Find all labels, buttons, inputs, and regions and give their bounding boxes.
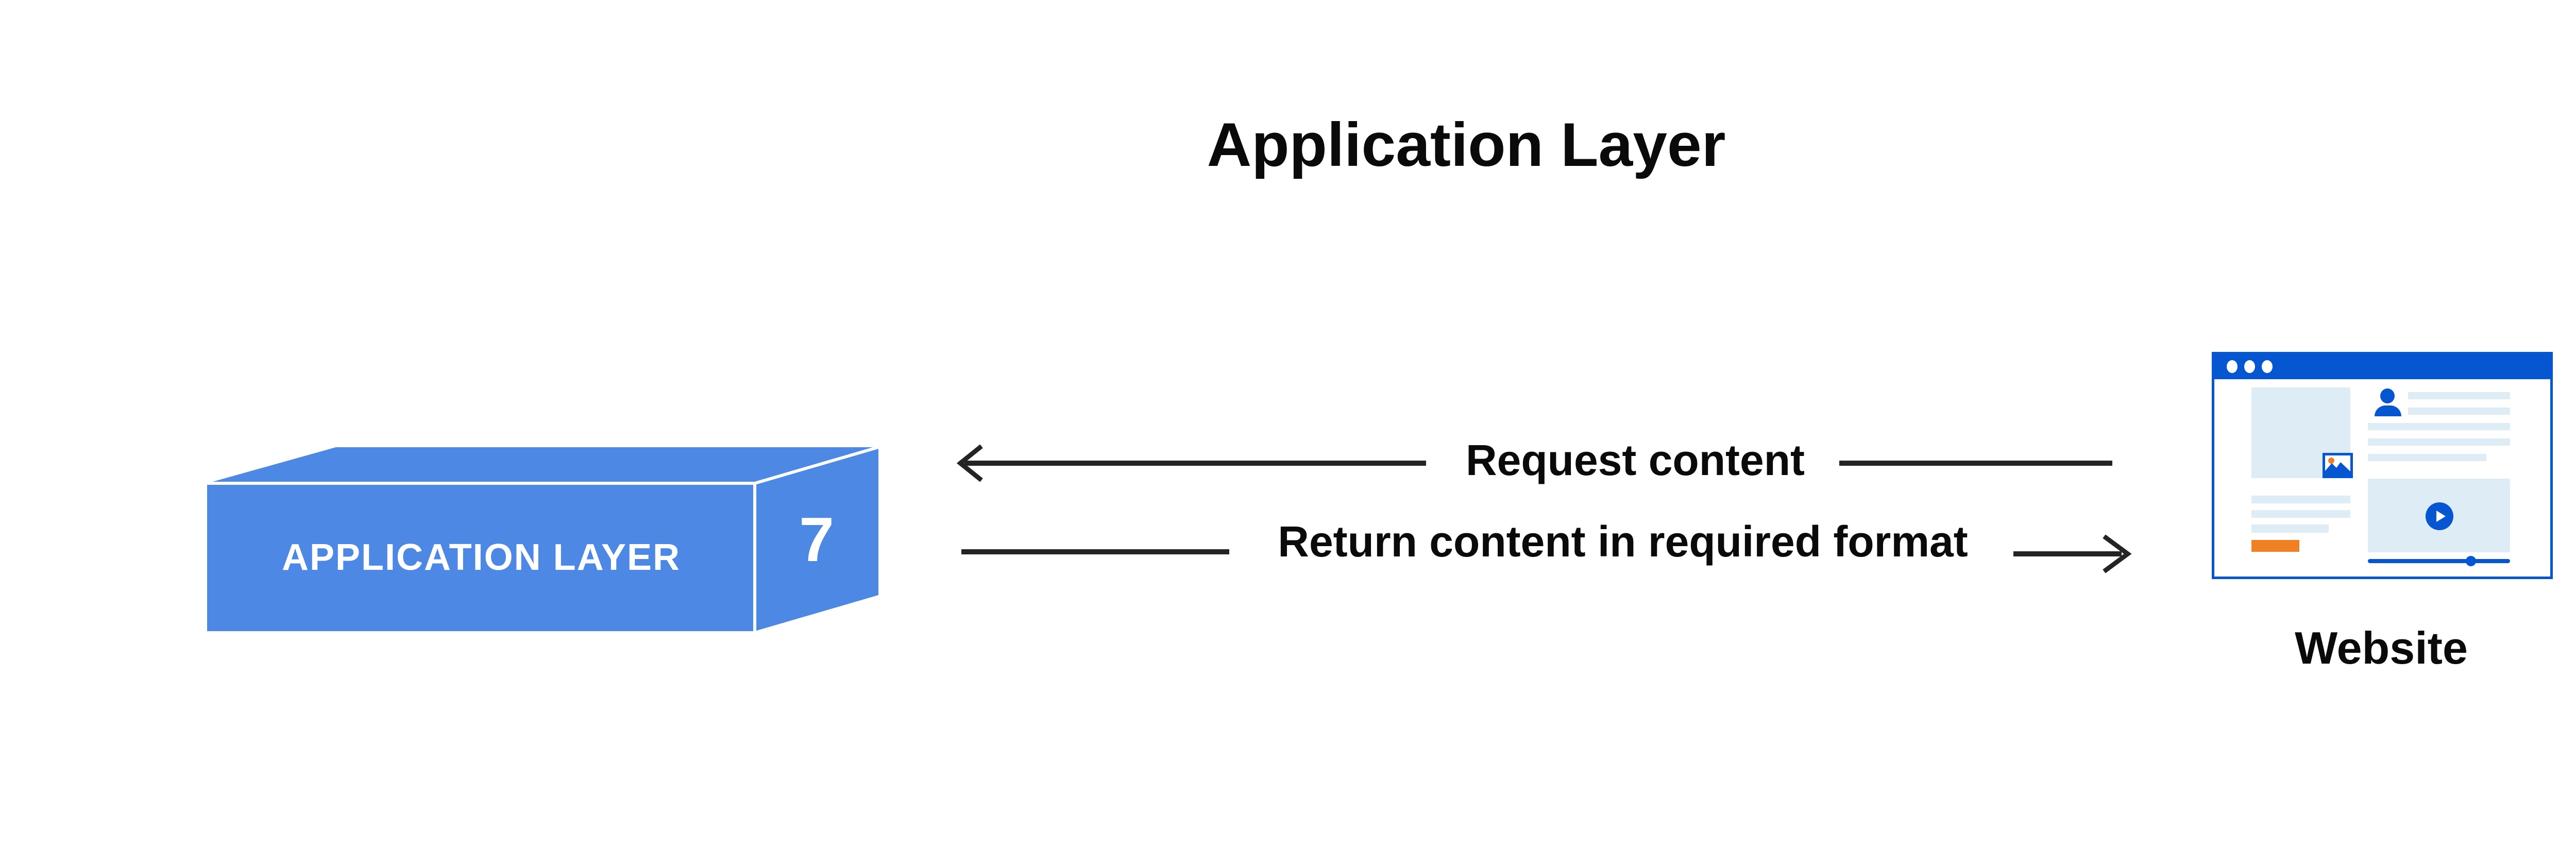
play-button-icon xyxy=(2426,502,2453,530)
text-placeholder-line xyxy=(2408,408,2510,415)
text-placeholder-line xyxy=(2408,392,2510,399)
response-flow-label: Return content in required format xyxy=(1278,517,1968,566)
box-edge-diagonal xyxy=(753,446,880,485)
window-control-dot-icon xyxy=(2244,360,2255,373)
website-caption: Website xyxy=(2295,622,2468,673)
page-title: Application Layer xyxy=(1207,110,1726,179)
osi-box-label: APPLICATION LAYER xyxy=(281,537,681,578)
image-placeholder-icon xyxy=(2323,453,2353,478)
video-playhead-dot xyxy=(2466,556,2476,566)
text-placeholder-line xyxy=(2368,423,2510,430)
website-browser-illustration xyxy=(2212,352,2553,579)
user-avatar-icon xyxy=(2380,388,2395,403)
text-placeholder-line xyxy=(2368,438,2510,446)
osi-layer-number: 7 xyxy=(799,504,834,574)
text-placeholder-line xyxy=(2368,454,2486,461)
window-control-dot-icon xyxy=(2227,360,2238,373)
response-arrowhead-icon xyxy=(2103,534,2132,573)
text-placeholder-line xyxy=(2251,510,2350,518)
text-placeholder-line xyxy=(2251,524,2329,533)
request-flow-label: Request content xyxy=(1465,436,1805,484)
sun-icon xyxy=(2328,458,2334,464)
browser-titlebar xyxy=(2214,354,2550,379)
mountains-icon xyxy=(2325,462,2350,476)
video-panel xyxy=(2368,479,2510,552)
video-progress-bar xyxy=(2368,559,2510,563)
request-arrowhead-icon xyxy=(956,444,983,482)
user-avatar-icon xyxy=(2375,405,2401,416)
cta-button-placeholder xyxy=(2251,540,2299,552)
image-placeholder-art xyxy=(2325,458,2350,476)
text-placeholder-line xyxy=(2251,496,2350,503)
box-front-face xyxy=(207,483,755,631)
play-triangle-icon xyxy=(2436,511,2446,522)
box-top-face xyxy=(207,447,878,483)
window-control-dot-icon xyxy=(2262,360,2273,373)
box-right-face xyxy=(755,447,878,631)
hero-image-panel xyxy=(2251,387,2353,478)
osi-layer-box xyxy=(206,446,880,633)
